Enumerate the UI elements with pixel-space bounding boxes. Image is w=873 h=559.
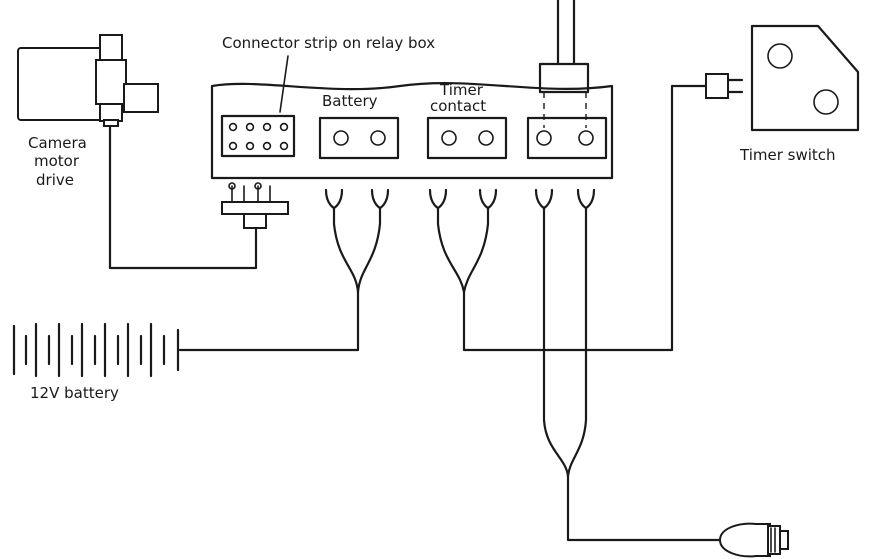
timer-switch <box>705 24 860 132</box>
timer-switch-label: Timer switch <box>739 146 836 164</box>
timer-contact-label-line2: contact <box>430 97 486 115</box>
camera-label-line3: drive <box>36 171 74 189</box>
cable-terminal-block <box>526 0 608 160</box>
camera-label-line1: Camera <box>28 134 87 152</box>
connector-strip-label: Connector strip on relay box <box>222 34 435 52</box>
connector-strip <box>220 114 296 158</box>
battery-label: 12V battery <box>30 384 119 402</box>
relay-box: Connector strip on relay box Battery Tim… <box>210 0 614 180</box>
battery-terminal-label: Battery <box>322 92 378 110</box>
timer-contact-wires <box>436 84 708 352</box>
camera-label-line2: motor <box>34 152 80 170</box>
spade-lugs <box>324 188 596 226</box>
multipin-plug <box>221 182 289 229</box>
camera-motor-drive <box>17 34 258 270</box>
battery-wires <box>178 222 382 352</box>
output-cable <box>542 222 722 542</box>
battery-terminal-block <box>318 116 400 160</box>
timer-contact-block <box>426 116 508 160</box>
battery-12v <box>12 322 180 378</box>
remote-plug <box>718 522 789 558</box>
timer-contact-label-line1: Timer <box>439 81 484 99</box>
